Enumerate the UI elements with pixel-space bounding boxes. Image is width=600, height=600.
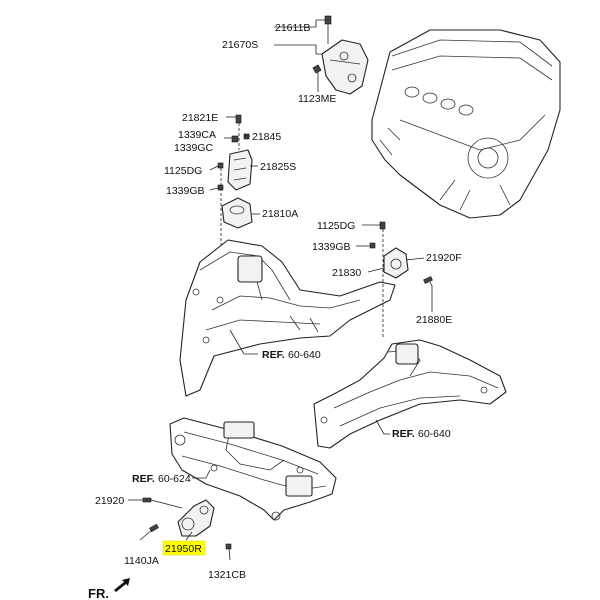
- label-1339CA: 1339CA: [178, 129, 216, 141]
- label-21830: 21830: [332, 267, 361, 279]
- leader-lines: [128, 19, 433, 561]
- ref-label-60-640-right: REF. 60-640: [392, 428, 451, 440]
- ref-prefix: REF.: [132, 473, 155, 485]
- label-21845: 21845: [252, 131, 281, 143]
- label-21611B: 21611B: [275, 22, 310, 34]
- ref-value: 60-640: [288, 349, 321, 361]
- ref-prefix: REF.: [392, 428, 415, 440]
- label-1140JA: 1140JA: [124, 555, 159, 567]
- highlight-box: [162, 540, 206, 556]
- ref-label-60-640-left: REF. 60-640: [262, 349, 321, 361]
- upper-bracket: [321, 39, 369, 95]
- label-21950R-highlighted: 21950R: [162, 540, 206, 556]
- label-1339GC: 1339GC: [174, 142, 214, 154]
- label-1125DG-left: 1125DG: [164, 165, 202, 177]
- label-1125DG-right: 1125DG: [317, 220, 355, 232]
- ref-label-60-624: REF. 60-624: [132, 473, 191, 485]
- right-side-member: [313, 339, 507, 449]
- label-21810A: 21810A: [262, 208, 298, 220]
- label-1123ME: 1123ME: [298, 93, 336, 105]
- label-21950R: 21950R: [165, 543, 202, 555]
- mount-right: [369, 221, 433, 338]
- ref-prefix: REF.: [262, 349, 285, 361]
- label-1321CB: 1321CB: [208, 569, 246, 581]
- ref-value: 60-624: [158, 473, 191, 485]
- label-21821E: 21821E: [182, 112, 218, 124]
- subframe: [169, 417, 337, 521]
- label-21920F: 21920F: [426, 252, 462, 264]
- mount-stack-left: [217, 114, 253, 300]
- front-arrow-icon: [114, 578, 130, 592]
- engine-block: [371, 29, 561, 219]
- bolt-21611B: [324, 15, 332, 44]
- label-21825S: 21825S: [260, 161, 296, 173]
- label-21670S: 21670S: [222, 39, 258, 51]
- front-indicator: FR.: [88, 578, 130, 600]
- ref-value: 60-640: [418, 428, 451, 440]
- bolt-1123ME: [312, 64, 322, 74]
- front-label: FR.: [88, 586, 109, 600]
- label-1339GB-right: 1339GB: [312, 241, 351, 253]
- roll-rod-21950R: [142, 497, 232, 550]
- label-21920: 21920: [95, 495, 124, 507]
- label-21880E: 21880E: [416, 314, 452, 326]
- label-1339GB-left: 1339GB: [166, 185, 205, 197]
- left-side-member: [179, 239, 396, 397]
